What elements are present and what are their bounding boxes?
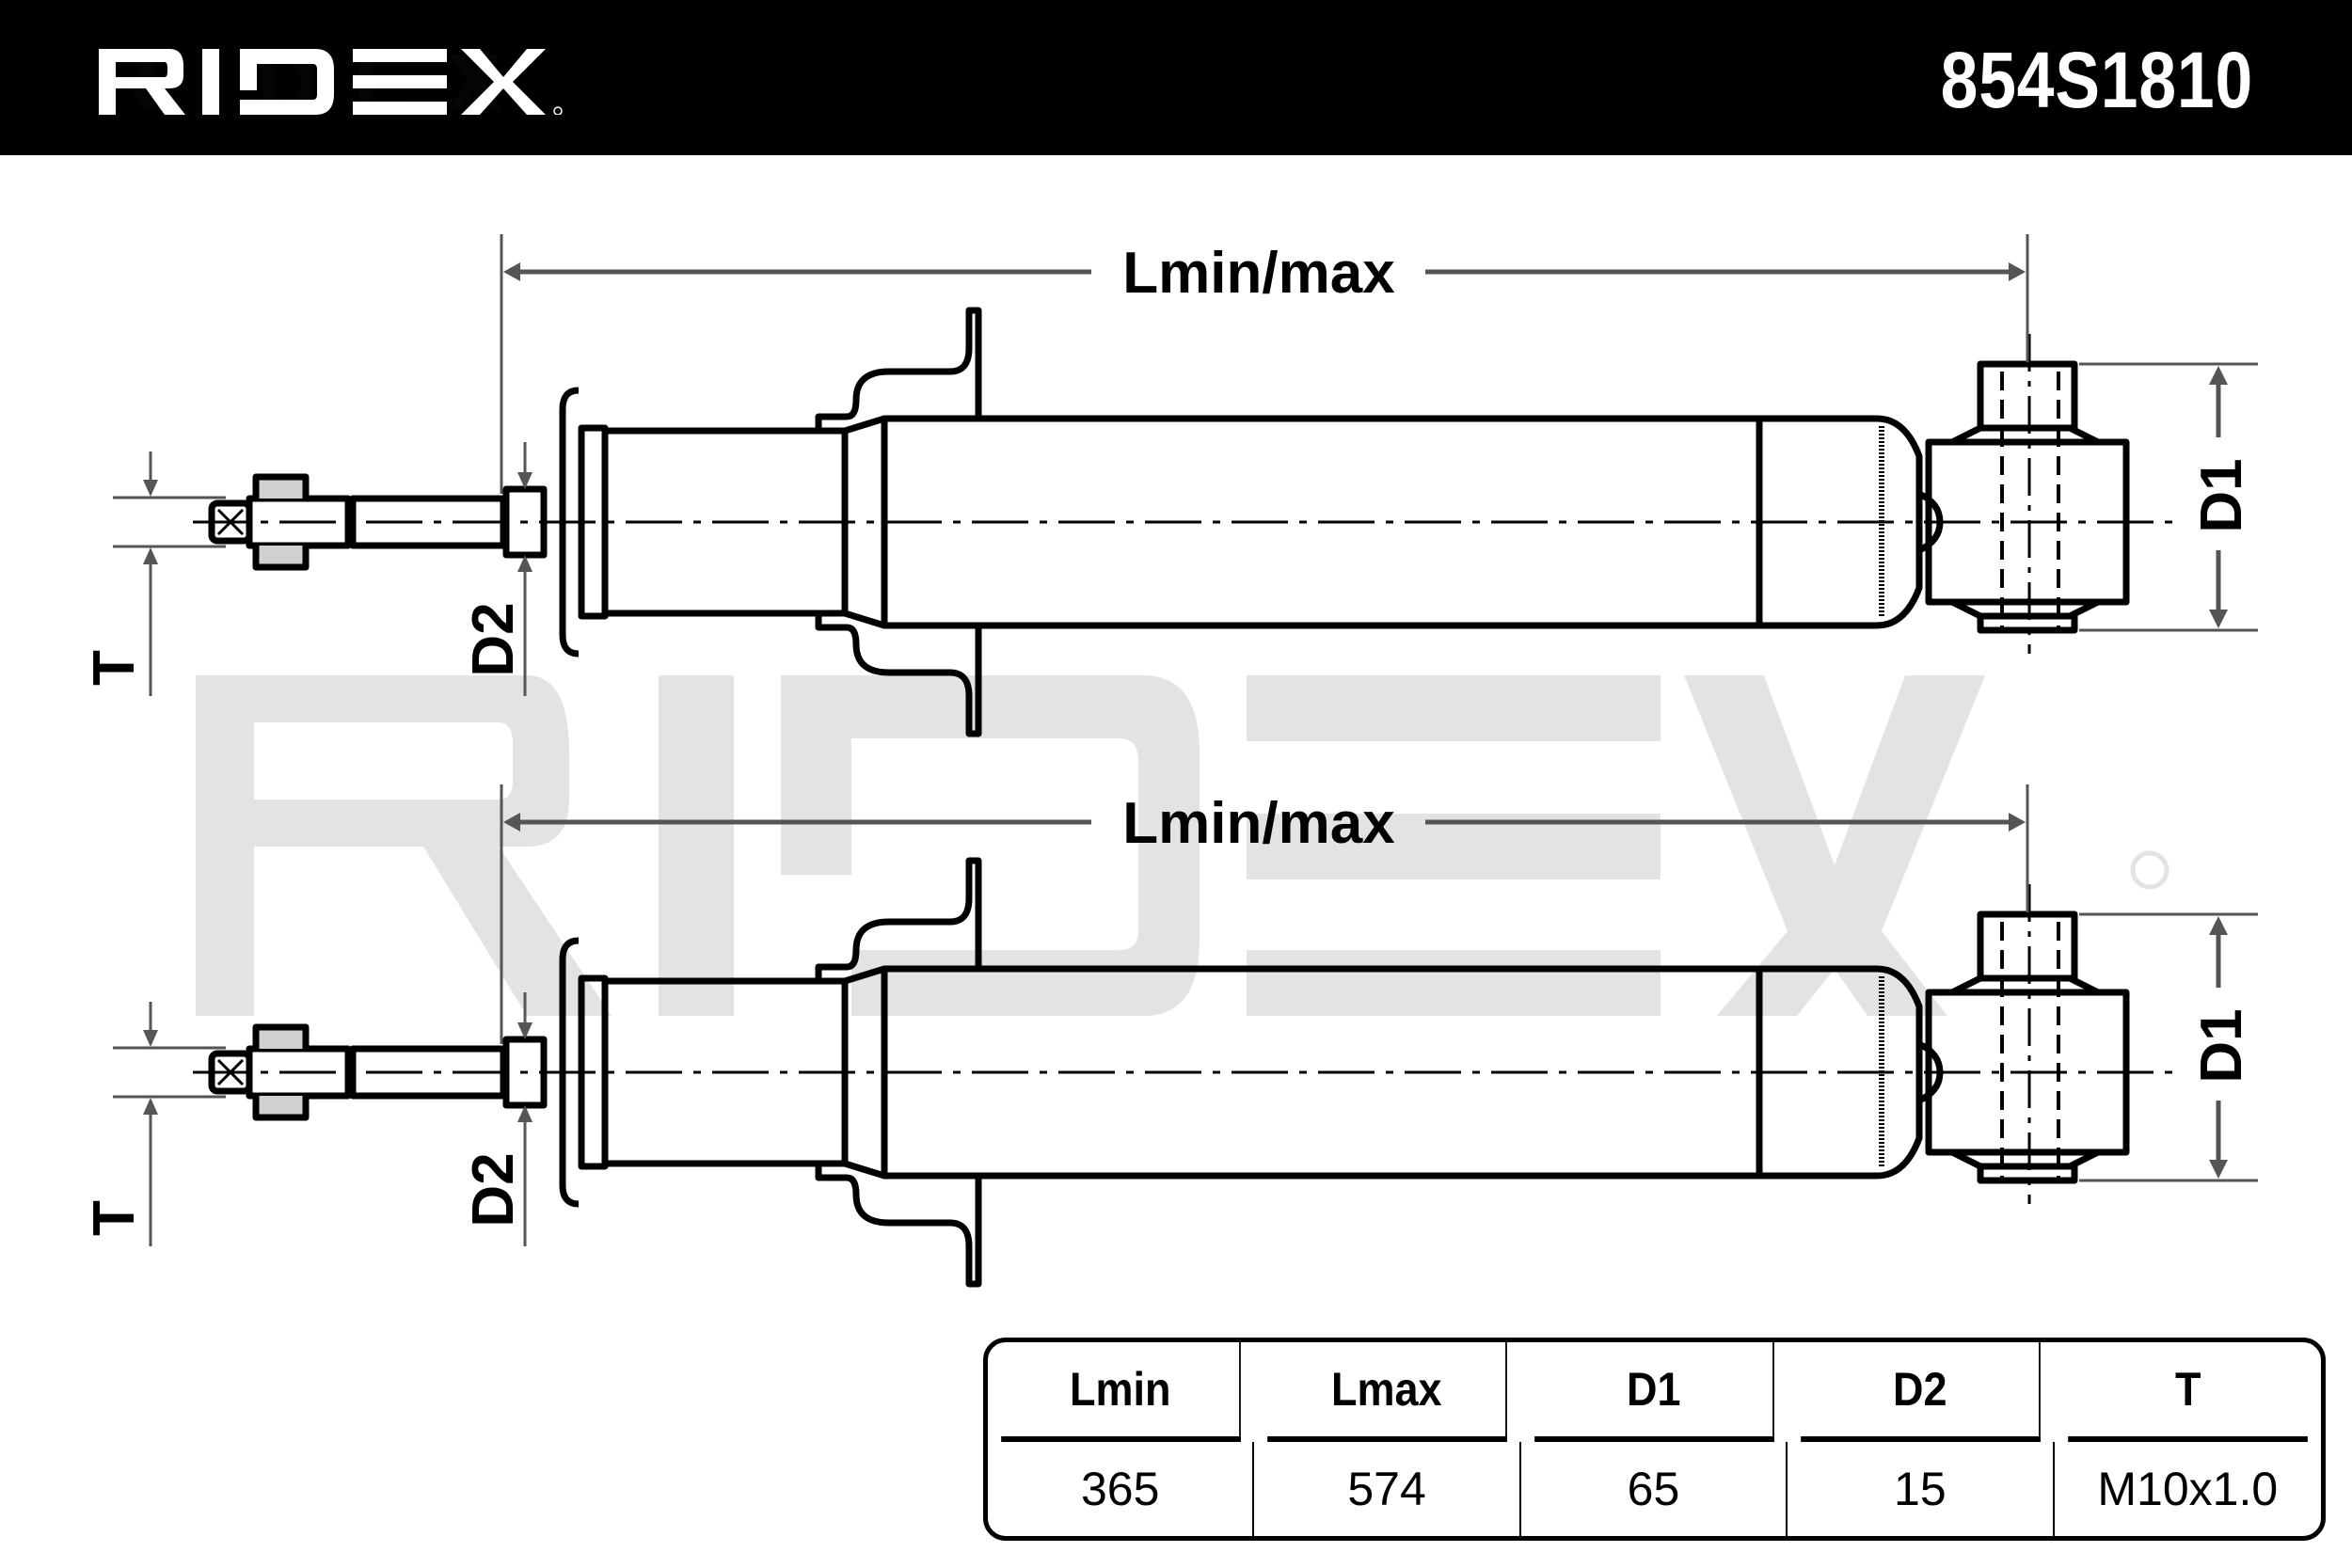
specs-table: Lmin Lmax D1 D2 T 365 574 65 15 M10x1.0 <box>983 1338 2326 1541</box>
d2-label: D2 <box>461 1152 526 1227</box>
brand-name: RIDEX <box>99 49 632 115</box>
bracket-lower <box>815 616 982 737</box>
specs-header-row: Lmin Lmax D1 D2 T <box>988 1342 2321 1442</box>
top-plate <box>559 937 580 1208</box>
arrow-right-icon <box>2009 262 2026 281</box>
ridex-logo: RIDEX <box>99 49 607 115</box>
eye-block <box>1925 438 2130 606</box>
bushing-bottom <box>1977 612 2078 634</box>
d1-arrow-up-icon <box>2209 916 2228 935</box>
d2-arrow-down-icon <box>517 1022 532 1039</box>
nut <box>252 473 310 571</box>
specs-value-d2: 15 <box>1788 1442 2055 1536</box>
bushing-top <box>1977 360 2078 432</box>
t-arrow-up-icon <box>143 547 158 564</box>
d2-label: D2 <box>461 602 526 676</box>
t-label: T <box>82 650 147 686</box>
bushing-bottom <box>1977 1163 2078 1184</box>
specs-value-lmin: 365 <box>988 1442 1255 1536</box>
stud-cross <box>216 508 245 536</box>
specs-value-lmax: 574 <box>1254 1442 1521 1536</box>
arrow-left-icon <box>503 262 520 281</box>
t-label: T <box>82 1200 147 1236</box>
d2-arrow-down-icon <box>517 472 532 489</box>
header-bar: RIDEX 854S1810 <box>0 0 2352 155</box>
specs-value-row: 365 574 65 15 M10x1.0 <box>988 1442 2321 1536</box>
main-body <box>881 965 1763 1180</box>
part-number: 854S1810 <box>1940 36 2253 124</box>
d1-arrow-up-icon <box>2209 366 2228 385</box>
top-plate <box>559 387 580 657</box>
d1-label: D1 <box>2189 1008 2254 1083</box>
d2-arrow-up-icon <box>517 555 532 572</box>
t-arrow-up-icon <box>143 1098 158 1115</box>
bracket-upper <box>815 307 982 428</box>
specs-header-t: T <box>2067 1342 2308 1442</box>
specs-value-t: M10x1.0 <box>2097 1463 2279 1515</box>
ridex-watermark <box>196 675 2169 1016</box>
t-arrow-down-icon <box>143 480 158 497</box>
t-arrow-down-icon <box>143 1030 158 1047</box>
specs-header-d1: D1 <box>1534 1342 1775 1442</box>
specs-header-lmax: Lmax <box>1267 1342 1508 1442</box>
stud-cross <box>216 1058 245 1086</box>
d1-arrow-down-icon <box>2209 610 2228 628</box>
ridex-logo-graphic <box>99 49 563 115</box>
upper-tube <box>601 977 849 1167</box>
bushing-top <box>1977 911 2078 982</box>
specs-header-lmin: Lmin <box>1001 1342 1242 1442</box>
eye-block <box>1925 989 2130 1156</box>
d1-arrow-down-icon <box>2209 1160 2228 1179</box>
lower-cap <box>1759 415 1923 629</box>
length-label: Lmin/max <box>1122 241 1395 306</box>
lower-cap <box>1759 965 1923 1180</box>
arrow-left-icon <box>503 813 520 832</box>
length-label: Lmin/max <box>1122 791 1395 856</box>
d1-label: D1 <box>2189 458 2254 532</box>
specs-value-d1: 65 <box>1521 1442 1788 1536</box>
specs-header-d2: D2 <box>1801 1342 2042 1442</box>
nut <box>252 1023 310 1121</box>
upper-tube <box>601 427 849 617</box>
bracket-upper <box>815 857 982 978</box>
main-body <box>881 415 1763 629</box>
arrow-right-icon <box>2009 813 2026 832</box>
bracket-lower <box>815 1166 982 1288</box>
d2-arrow-up-icon <box>517 1105 532 1122</box>
